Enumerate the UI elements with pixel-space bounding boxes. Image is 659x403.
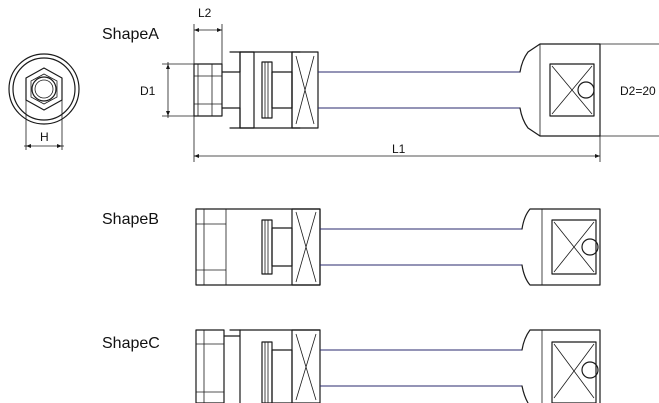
shape-a-label: ShapeA bbox=[102, 26, 159, 43]
l2-dimension-label: L2 bbox=[198, 6, 212, 20]
shape-c-socket bbox=[195, 329, 601, 403]
d1-dimension-label: D1 bbox=[140, 84, 156, 98]
shape-a-socket bbox=[193, 43, 601, 137]
shape-c-label: ShapeC bbox=[102, 335, 160, 352]
h-dimension-label: H bbox=[40, 130, 49, 144]
shape-b-label: ShapeB bbox=[102, 211, 159, 228]
l1-dimension-label: L1 bbox=[392, 142, 406, 156]
d2-dimension-label: D2=20 bbox=[620, 84, 656, 98]
shape-b-socket bbox=[195, 208, 601, 286]
shape-a-dimensions bbox=[162, 24, 659, 162]
hex-end-view bbox=[8, 53, 80, 150]
